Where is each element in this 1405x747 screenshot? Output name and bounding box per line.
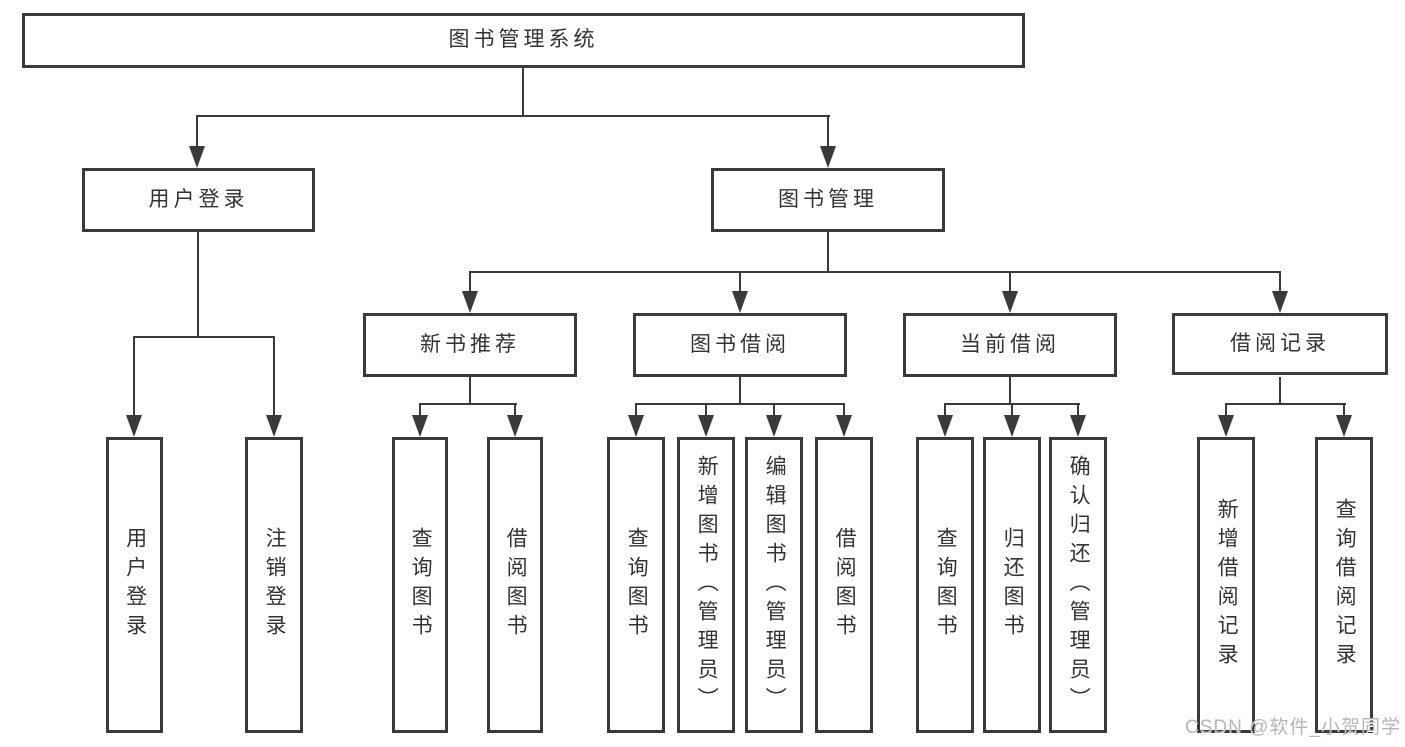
connector-line [1225,403,1346,405]
connector-line [273,336,275,416]
arrow-down-icon [189,146,205,168]
node-new-book-recommend: 新书推荐 [363,313,577,377]
connector-line [1009,271,1011,293]
leaf-query-books-borrow: 查询图书 [607,437,665,733]
connector-line [133,336,275,338]
connector-line [469,377,471,405]
node-borrow-records: 借阅记录 [1172,313,1388,375]
arrow-down-icon [698,415,714,437]
leaf-add-book-admin: 新增图书（管理员） [677,437,735,733]
connector-line [1009,377,1011,405]
leaf-confirm-return-admin: 确认归还（管理员） [1049,437,1107,733]
connector-line [522,68,524,117]
connector-line [1225,403,1227,417]
leaf-query-borrow-record: 查询借阅记录 [1315,437,1373,733]
arrow-down-icon [1218,415,1234,437]
connector-line [469,271,471,293]
arrow-down-icon [628,415,644,437]
connector-line [635,403,845,405]
arrow-down-icon [766,415,782,437]
leaf-edit-book-admin: 编辑图书（管理员） [745,437,803,733]
node-user-login: 用户登录 [82,168,315,232]
arrow-down-icon [732,291,748,313]
connector-line [469,271,1281,273]
arrow-down-icon [1070,415,1086,437]
arrow-down-icon [412,415,428,437]
connector-line [1077,403,1079,417]
arrow-down-icon [1002,291,1018,313]
connector-line [133,336,135,416]
arrow-down-icon [507,415,523,437]
csdn-watermark: CSDN @软件_小贺同学 [1185,717,1401,738]
arrow-down-icon [1272,291,1288,313]
arrow-down-icon [1336,415,1352,437]
leaf-logout: 注销登录 [245,437,303,733]
leaf-user-login: 用户登录 [106,437,163,733]
connector-line [1011,403,1013,417]
connector-line [773,403,775,417]
node-book-borrow: 图书借阅 [633,313,847,377]
connector-line [843,403,845,417]
connector-line [705,403,707,417]
node-current-borrow: 当前借阅 [903,313,1117,377]
arrow-down-icon [266,415,282,437]
connector-line [827,232,829,273]
connector-line [635,403,637,417]
leaf-return-book: 归还图书 [983,437,1041,733]
connector-line [1279,377,1281,405]
connector-line [419,403,517,405]
connector-line [514,403,516,417]
arrow-down-icon [937,415,953,437]
arrow-down-icon [1004,415,1020,437]
connector-line [1279,271,1281,293]
node-root: 图书管理系统 [22,13,1025,68]
leaf-query-books-recommend: 查询图书 [392,437,448,733]
node-book-management: 图书管理 [711,168,945,232]
connector-line [196,115,830,117]
connector-line [827,115,829,148]
arrow-down-icon [820,146,836,168]
arrow-down-icon [462,291,478,313]
arrow-down-icon [836,415,852,437]
connector-line [739,377,741,405]
connector-line [739,271,741,293]
connector-line [944,403,946,417]
leaf-borrow-books-recommend: 借阅图书 [487,437,543,733]
connector-line [197,232,199,338]
connector-line [196,115,198,148]
leaf-query-books-current: 查询图书 [916,437,974,733]
leaf-borrow-books-borrow: 借阅图书 [815,437,873,733]
connector-line [419,403,421,417]
leaf-add-borrow-record: 新增借阅记录 [1197,437,1255,733]
arrow-down-icon [126,415,142,437]
connector-line [1343,403,1345,417]
